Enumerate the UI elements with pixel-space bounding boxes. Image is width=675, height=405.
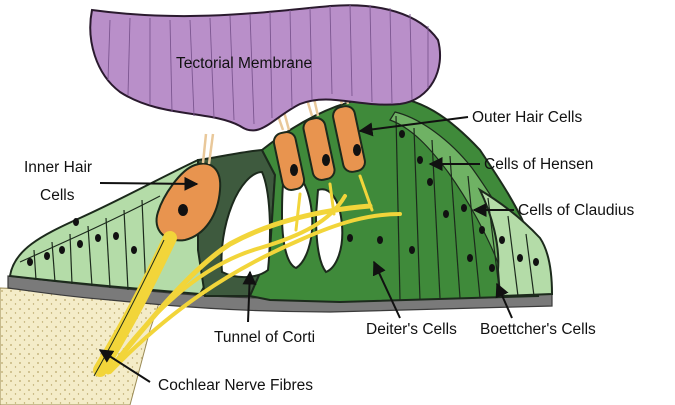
label-inner-hair-cells-line1: Inner Hair xyxy=(24,159,92,176)
label-tectorial-membrane: Tectorial Membrane xyxy=(176,55,312,72)
label-deiters-cells: Deiter's Cells xyxy=(366,321,457,338)
label-boettchers-cells: Boettcher's Cells xyxy=(480,321,596,338)
label-cells-of-claudius: Cells of Claudius xyxy=(518,202,635,219)
inner-hair-cell-nucleus xyxy=(178,204,188,216)
label-cells-of-hensen: Cells of Hensen xyxy=(484,156,593,173)
label-tunnel-of-corti: Tunnel of Corti xyxy=(214,329,315,346)
label-inner-hair-cells-line2: Cells xyxy=(40,187,75,204)
label-cochlear-nerve-fibres: Cochlear Nerve Fibres xyxy=(158,377,313,394)
arrow-inner-hair-cells xyxy=(100,183,197,184)
label-outer-hair-cells: Outer Hair Cells xyxy=(472,109,582,126)
